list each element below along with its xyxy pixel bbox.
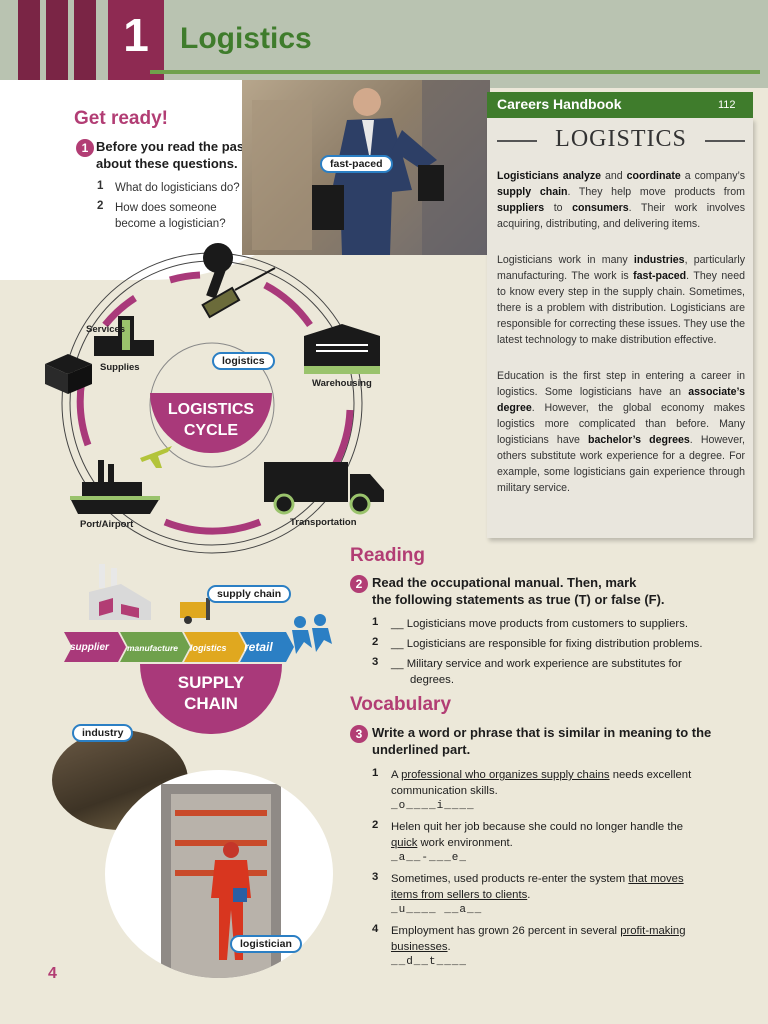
- get-ready-title: Get ready!: [74, 108, 168, 129]
- forklift-icon: [180, 598, 210, 624]
- reading-item-number: 2: [372, 636, 379, 648]
- vocab-answer-blank[interactable]: _o____i____: [391, 800, 475, 812]
- vocab-underlined: professional who organizes supply chains: [401, 769, 610, 781]
- vocab-underlined: items from sellers to clients: [391, 889, 528, 901]
- reading-title: Reading: [350, 545, 425, 566]
- vocab-item-4-line1: Employment has grown 26 percent in sever…: [391, 923, 686, 939]
- vocab-text: .: [527, 889, 531, 901]
- vocab-item-2-line1: Helen quit her job because she could no …: [391, 821, 684, 833]
- unit-title: Logistics: [180, 22, 312, 55]
- arrow-supplier: supplier: [70, 642, 109, 653]
- page-number: 4: [48, 965, 57, 982]
- reading-item-text: __ Logisticians move products from custo…: [391, 618, 688, 630]
- handbook-header: [487, 92, 753, 118]
- vocab-item-number: 1: [372, 767, 379, 779]
- vocab-item-number: 2: [372, 819, 379, 831]
- vocab-answer-blank[interactable]: _a__-___e_: [391, 852, 468, 864]
- vocab-text: Employment has grown 26 percent in sever…: [391, 925, 621, 937]
- warehouse-icon: [304, 324, 380, 374]
- tools-icon: [201, 243, 276, 319]
- handbook-paragraph-1: Logisticians analyze and coordinate a co…: [497, 170, 746, 230]
- unit-number: 1: [123, 9, 149, 61]
- services-label: Services: [86, 324, 126, 335]
- vocab-text: work environment.: [417, 837, 513, 849]
- supply-chain-arrows: [64, 632, 294, 662]
- supplies-label: Supplies: [100, 362, 140, 373]
- handbook-title: Careers Handbook: [497, 96, 622, 112]
- arrow-retail: retail: [244, 640, 273, 654]
- handbook-paragraph-2: Logisticians work in many industries, pa…: [497, 254, 745, 346]
- arrow-manufacture: manufacture: [127, 643, 179, 653]
- question-text: What do logisticians do?: [115, 182, 240, 194]
- reading-instruction-line1: Read the occupational manual. Then, mark: [372, 575, 637, 590]
- header-tab-stripe: [74, 0, 96, 102]
- supply-chain-center: SUPPLY CHAIN: [140, 664, 282, 734]
- vocab-underlined: that moves: [628, 873, 684, 885]
- truck-icon: [264, 462, 384, 515]
- header-tab-stripe: [18, 0, 40, 102]
- transportation-label: Transportation: [290, 517, 357, 528]
- cycle-center-line2: CYCLE: [183, 422, 239, 439]
- vocab-underlined: profit-making: [620, 925, 686, 937]
- vocab-item-2-line2: quick work environment.: [391, 835, 513, 851]
- reading-item-text-cont: degrees.: [410, 674, 454, 686]
- handbook-panel: [487, 118, 753, 538]
- vocabulary-title: Vocabulary: [350, 694, 452, 715]
- question-number: 2: [97, 200, 104, 212]
- exercise-badge: 1: [76, 139, 94, 157]
- vocab-instruction-line1: Write a word or phrase that is similar i…: [372, 725, 712, 740]
- consumers-icon: [292, 614, 332, 654]
- vocab-item-number: 4: [372, 923, 379, 935]
- vocab-item-1-line2: communication skills.: [391, 785, 498, 797]
- vocab-underlined: businesses: [391, 941, 448, 953]
- port-ship-icon: [70, 460, 160, 514]
- title-rule-right: [705, 140, 745, 142]
- reading-item-text: __ Military service and work experience …: [391, 658, 682, 670]
- vocab-item-3-line2: items from sellers to clients.: [391, 887, 530, 903]
- businessman-illustration: [252, 80, 490, 255]
- vocab-text: needs excellent: [609, 769, 692, 781]
- industry-label: industry: [72, 724, 134, 742]
- vocab-item-3-line1: Sometimes, used products re-enter the sy…: [391, 871, 684, 887]
- logistics-label: logistics: [212, 352, 275, 370]
- businessman-photo: [242, 80, 490, 255]
- vocab-text: Sometimes, used products re-enter the sy…: [391, 873, 629, 885]
- reading-item-text: __ Logisticians are responsible for fixi…: [391, 638, 703, 650]
- port-airport-label: Port/Airport: [80, 519, 134, 530]
- warehousing-label: Warehousing: [312, 378, 372, 389]
- airplane-icon: [140, 446, 172, 468]
- supply-center-line2: CHAIN: [184, 694, 238, 713]
- title-rule-left: [497, 140, 537, 142]
- supplies-boxes-icon: [45, 354, 92, 394]
- vocab-answer-blank[interactable]: _u____ __a__: [391, 904, 483, 916]
- reading-item-number: 1: [372, 616, 379, 628]
- handbook-page: 112: [718, 99, 736, 111]
- handbook-article-title: LOGISTICS: [555, 126, 687, 152]
- services-building-icon: [94, 316, 154, 356]
- vocab-item-1: A professional who organizes supply chai…: [391, 767, 736, 783]
- question-text: How does someone become a logistician?: [115, 202, 226, 230]
- vocab-item-4-line2: businesses.: [391, 939, 451, 955]
- reading-instruction-line2: the following statements as true (T) or …: [372, 592, 665, 607]
- vocab-text: .: [447, 941, 451, 953]
- supply-center-line1: SUPPLY: [177, 673, 245, 692]
- header-rule: [150, 70, 760, 74]
- exercise-badge: 2: [350, 575, 368, 593]
- vocab-text: A: [391, 769, 402, 781]
- handbook-paragraph-3: Education is the first step in entering …: [497, 370, 745, 494]
- supply-chain-label: supply chain: [207, 585, 292, 603]
- factory-icon: [89, 564, 151, 620]
- fast-paced-label: fast-paced: [320, 155, 393, 173]
- arrow-logistics: logistics: [190, 643, 227, 653]
- vocab-answer-blank[interactable]: __d__t____: [391, 956, 468, 968]
- logistician-label: logistician: [230, 935, 302, 953]
- vocab-instruction-line2: underlined part.: [372, 742, 471, 757]
- exercise-badge: 3: [350, 725, 368, 743]
- cycle-center-line1: LOGISTICS: [167, 401, 255, 418]
- vocab-item-number: 3: [372, 871, 379, 883]
- question-number: 1: [97, 180, 104, 192]
- header-tab-stripe: [46, 0, 68, 102]
- reading-item-number: 3: [372, 656, 379, 668]
- vocab-underlined: quick: [391, 837, 418, 849]
